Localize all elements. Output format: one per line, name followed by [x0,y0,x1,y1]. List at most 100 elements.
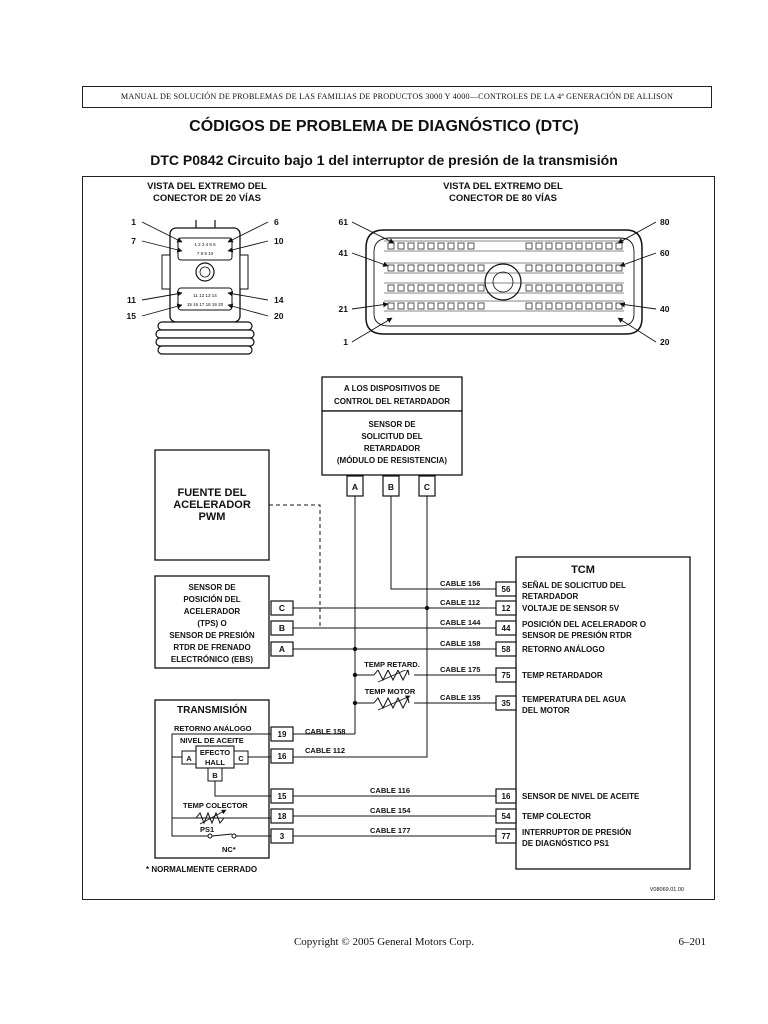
connector20-pin-6: 6 [274,217,279,227]
retarder-header-l2: CONTROL DEL RETARDADOR [334,397,450,406]
transmission-nivel-label: NIVEL DE ACEITE [180,736,244,745]
trans-cable-112: CABLE 112 [305,746,345,755]
connector80-cell [535,284,543,292]
transmission-box: TRANSMISIÓN RETORNO ANÁLOGO NIVEL DE ACE… [154,699,294,859]
connector80-cell [545,284,553,292]
connector80-cell [595,242,603,250]
connector80-cell [595,284,603,292]
nc-label: NC* [222,845,236,854]
connector20-pin-11: 11 [127,295,136,305]
ps1-label: PS1 [200,825,214,834]
connector-20-way: VISTA DEL EXTREMO DEL CONECTOR DE 20 VÍA… [127,181,284,355]
connector80-cell [555,264,563,272]
tcm-cable-label: CABLE 144 [440,618,481,627]
connector80-cell [457,264,465,272]
connector20-pin-20: 20 [274,311,284,321]
connector20-left-latch [161,254,171,290]
connector80-cell [477,264,485,272]
connector80-cell [447,302,455,310]
tps-l1: SENSOR DE [188,583,236,592]
retarder-sensor-l3: RETARDADOR [364,444,421,453]
retarder-sensor-l4: (MÓDULO DE RESISTENCIA) [337,456,448,465]
pwm-l3: PWM [199,511,226,523]
connector20-title-l2: CONECTOR DE 20 VÍAS [153,193,261,204]
connector80-cell [565,264,573,272]
diagram-frame [82,176,715,900]
tcm-pin-number: 12 [502,604,511,613]
connector20-lower-block [177,287,233,311]
copyright: Copyright © 2005 General Motors Corp. [293,936,475,948]
connector80-cell [477,302,485,310]
connector80-pin-80: 80 [660,217,670,227]
connector80-cell [437,302,445,310]
tps-l2: POSICIÓN DEL [183,595,240,604]
connector80-cell [397,264,405,272]
page-subtitle: DTC P0842 Circuito bajo 1 del interrupto… [150,152,618,168]
connector80-cell [467,302,475,310]
connector80-cell [575,284,583,292]
connector80-cell [585,302,593,310]
footnote: * NORMALMENTE CERRADO [146,865,257,874]
tcm-cable-label: CABLE 156 [440,579,480,588]
trans-pin-19: 19 [278,730,287,739]
connector80-cell [605,302,613,310]
tcm-cable-label: CABLE 112 [440,598,480,607]
tps-l6: RTDR DE FRENADO [173,643,250,652]
connector80-cell [397,242,405,250]
retarder-pin-b: B [388,482,394,492]
tcm-pin-number: 35 [502,699,511,708]
connector80-pin-1: 1 [343,337,348,347]
trans-pin-18: 18 [278,812,287,821]
tcm-pin-description: POSICIÓN DEL ACELERADOR O [522,620,646,629]
retarder-header-l1: A LOS DISPOSITIVOS DE [344,384,441,393]
connector80-cell [427,302,435,310]
hall-label-l1: EFECTO [200,748,230,757]
connector80-pin-rows [384,240,624,312]
tcm-pin-number: 58 [502,645,511,654]
tcm-pin-description: TEMPERATURA DEL AGUA [522,695,626,704]
tps-pin-a: A [279,644,285,654]
connector80-cell [447,242,455,250]
tps-sensor-box: SENSOR DE POSICIÓN DEL ACELERADOR (TPS) … [154,575,294,669]
tps-pin-b: B [279,623,285,633]
connector80-cell [467,264,475,272]
connector80-cell [447,264,455,272]
tcm-title: TCM [571,564,595,576]
connector80-cell [457,302,465,310]
tps-l5: SENSOR DE PRESIÓN [169,631,255,640]
connector80-cell [545,302,553,310]
tcm-pin-number: 77 [502,832,511,841]
connector20-pin-7: 7 [131,236,136,246]
retarder-sensor-l1: SENSOR DE [368,420,416,429]
connector80-cell [467,242,475,250]
connector80-cell [575,302,583,310]
connector80-cell [407,242,415,250]
manifold-temp-thermistor [195,811,225,825]
tcm-pin-description: TEMP RETARDADOR [522,671,603,680]
tcm-cable-label: CABLE 135 [440,693,480,702]
connector80-cell [525,242,533,250]
tcm-pin-number: 16 [502,792,511,801]
connector80-cell [417,264,425,272]
connector80-cell [397,284,405,292]
connector80-cell [387,242,395,250]
connector80-cell [575,264,583,272]
svg-text:15 16 17 18 19 20: 15 16 17 18 19 20 [187,302,224,307]
connector80-pin-20: 20 [660,337,670,347]
connector80-cell [427,284,435,292]
tps-l4: (TPS) O [197,619,226,628]
connector80-cell [565,284,573,292]
tcm-pin-number: 44 [502,624,511,633]
connector80-cell [437,242,445,250]
connector20-pin-15: 15 [127,311,137,321]
temp-retard-label: TEMP RETARD. [364,660,420,669]
connector80-pin-41: 41 [339,248,349,258]
connector80-cell [575,242,583,250]
connector20-title-l1: VISTA DEL EXTREMO DEL [147,181,267,192]
connector20-pin-14: 14 [274,295,284,305]
connector-80-way: VISTA DEL EXTREMO DEL CONECTOR DE 80 VÍA… [339,181,670,347]
tcm-pin-number: 56 [502,585,511,594]
connector20-pin-1: 1 [131,217,136,227]
retarder-devices-box: A LOS DISPOSITIVOS DE CONTROL DEL RETARD… [321,376,463,497]
